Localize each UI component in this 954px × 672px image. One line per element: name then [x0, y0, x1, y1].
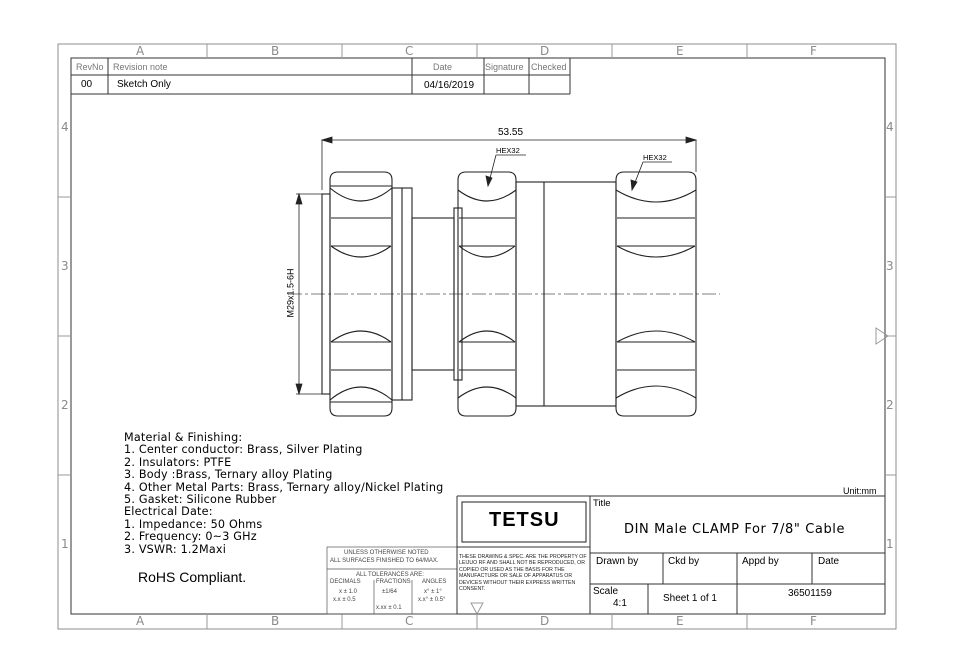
- hex-leaders: [485, 154, 672, 192]
- rev-row-revno: 00: [81, 79, 93, 90]
- note-line: 2. Frequency: 0~3 GHz: [124, 530, 257, 544]
- company-box: [461, 501, 587, 543]
- tolerance-fraction: ±1/64: [382, 589, 397, 595]
- drawn-by-label: Drawn by: [596, 556, 639, 567]
- dimension-thread: [295, 192, 322, 396]
- zone-col-c-bottom: C: [405, 614, 414, 628]
- sheet-number: Sheet 1 of 1: [663, 593, 717, 604]
- unit-label: Unit:mm: [843, 486, 877, 496]
- zone-col-d-top: D: [540, 44, 550, 58]
- note-line: 3. VSWR: 1.2Maxi: [124, 542, 227, 556]
- note-line: 5. Gasket: Silicone Rubber: [124, 493, 277, 507]
- zone-col-c-top: C: [405, 44, 414, 58]
- note-line: Electrical Date:: [124, 505, 213, 519]
- drawing-title: DIN Male CLAMP For 7/8" Cable: [624, 522, 846, 537]
- zone-col-b-bottom: B: [271, 614, 280, 628]
- title-block-grid: [456, 495, 885, 614]
- hex-label-right: HEX32: [643, 153, 667, 162]
- revision-table-grid: [71, 58, 571, 95]
- center-mark-right: [875, 327, 889, 345]
- rev-header-date: Date: [433, 62, 453, 72]
- zone-col-f-top: F: [810, 44, 817, 58]
- note-line: 1. Impedance: 50 Ohms: [124, 517, 263, 531]
- zone-row-3-left: 3: [61, 259, 69, 273]
- tolerance-angle-2: x.x° ± 0.5°: [418, 597, 446, 603]
- note-line: 2. Insulators: PTFE: [124, 455, 232, 469]
- tolerance-col-decimals: DECIMALS: [330, 579, 361, 585]
- material-notes: Material & Finishing: 1. Center conducto…: [124, 431, 444, 556]
- ckd-by-label: Ckd by: [668, 556, 700, 567]
- title-label: Title: [593, 498, 611, 509]
- zone-col-d-bottom: D: [540, 614, 550, 628]
- overall-length-dimension: 53.55: [498, 127, 524, 138]
- scale-value: 4:1: [613, 598, 627, 609]
- center-mark-bottom: [470, 602, 484, 616]
- tolerance-angle-1: x° ± 1°: [424, 589, 442, 595]
- rev-row-date: 04/16/2019: [424, 80, 475, 91]
- hex-label-middle: HEX32: [496, 146, 520, 155]
- rev-header-checked: Checked: [531, 62, 567, 72]
- zone-ticks: [58, 44, 896, 629]
- tolerance-col-fractions: FRACTIONS: [376, 579, 411, 585]
- rev-header-note: Revision note: [113, 62, 168, 72]
- thread-callout: M29x1.5-6H: [285, 268, 296, 318]
- rev-row-note: Sketch Only: [117, 79, 171, 90]
- tolerance-decimal-2: x.x ± 0.5: [333, 597, 356, 603]
- dimension-overall-length: [320, 136, 698, 190]
- zone-row-3-right: 3: [886, 259, 894, 273]
- tolerance-decimal-1: x ± 1.0: [339, 589, 357, 595]
- scale-label: Scale: [593, 586, 619, 597]
- rev-header-signature: Signature: [485, 62, 524, 72]
- note-line: 1. Center conductor: Brass, Silver Plati…: [124, 443, 363, 457]
- tolerance-line-2: ALL SURFACES FINISHED TO 64/MAX.: [330, 558, 439, 564]
- rohs-statement: RoHS Compliant.: [138, 569, 247, 585]
- zone-col-e-top: E: [676, 44, 684, 58]
- zone-row-4-left: 4: [61, 120, 69, 134]
- tolerance-line-3: ALL TOLERANCES ARE:: [356, 572, 424, 578]
- company-logo: TETSU: [489, 509, 560, 531]
- rev-header-revno: RevNo: [76, 62, 104, 72]
- zone-row-1-right: 1: [886, 537, 894, 551]
- zone-col-f-bottom: F: [810, 614, 817, 628]
- tolerance-decimal-3: x.xx ± 0.1: [376, 605, 402, 611]
- tolerance-line-1: UNLESS OTHERWISE NOTED: [344, 550, 429, 556]
- zone-row-4-right: 4: [886, 120, 894, 134]
- zone-col-b-top: B: [271, 44, 280, 58]
- property-disclaimer: THESE DRAWING & SPEC. ARE THE PROPERTY O…: [459, 554, 587, 593]
- zone-row-2-left: 2: [61, 398, 69, 412]
- zone-col-e-bottom: E: [676, 614, 684, 628]
- date-label: Date: [818, 556, 840, 567]
- zone-col-a-bottom: A: [136, 614, 145, 628]
- zone-row-1-left: 1: [61, 537, 69, 551]
- tolerance-col-angles: ANGLES: [422, 579, 447, 585]
- note-line: 3. Body :Brass, Ternary alloy Plating: [124, 468, 333, 482]
- zone-col-a-top: A: [136, 44, 145, 58]
- connector-outline: [288, 171, 720, 417]
- zone-row-2-right: 2: [886, 398, 894, 412]
- appd-by-label: Appd by: [742, 556, 779, 567]
- part-number: 36501159: [788, 588, 832, 599]
- note-line: 4. Other Metal Parts: Brass, Ternary all…: [124, 480, 444, 494]
- note-line: Material & Finishing:: [124, 431, 243, 444]
